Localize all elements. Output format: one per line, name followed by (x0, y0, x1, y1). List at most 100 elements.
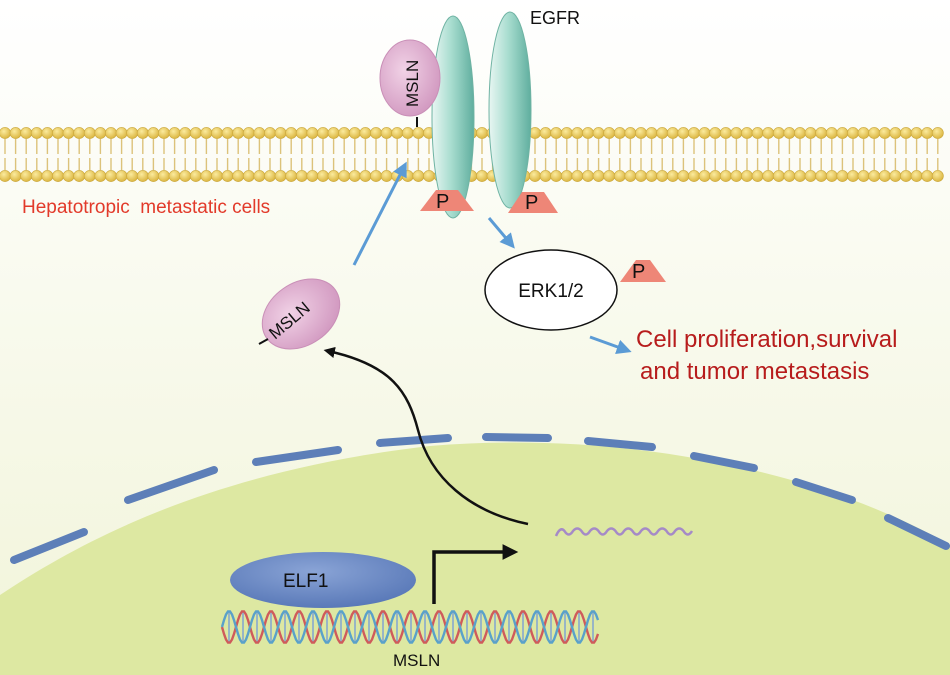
nuclear-envelope-segment (252, 446, 342, 466)
lipid-head (83, 170, 96, 182)
lipid-head (815, 127, 828, 139)
lipid-head (189, 170, 202, 182)
lipid-head (264, 127, 276, 139)
lipid-head (0, 127, 11, 139)
lipid-head (910, 127, 923, 139)
msln-mrna (554, 527, 694, 537)
lipid-head (825, 127, 838, 139)
lipid-head (370, 127, 382, 139)
lipid-head (168, 127, 181, 139)
lipid-head (221, 170, 234, 182)
lipid-head (529, 170, 541, 182)
lipid-head (94, 127, 107, 139)
lipid-head (635, 170, 647, 182)
lipid-head (476, 127, 488, 139)
lipid-head (253, 127, 266, 139)
lipid-head (189, 127, 202, 139)
lipid-head (719, 170, 732, 182)
nuclear-envelope-segment (690, 452, 758, 472)
lipid-head (571, 170, 584, 182)
lipid-head (253, 170, 266, 182)
lipid-head (105, 170, 117, 182)
phosphate-left (420, 190, 474, 211)
lipid-head (73, 170, 86, 182)
egfr-receptor-left (431, 15, 475, 219)
lipid-head (857, 127, 870, 139)
lipid-head (645, 127, 658, 139)
lipid-head (30, 170, 43, 182)
lipid-head (115, 170, 128, 182)
lipid-head (221, 127, 234, 139)
lipid-head (709, 127, 722, 139)
lipid-head (295, 170, 308, 182)
lipid-head (794, 170, 806, 182)
nucleus (0, 442, 950, 675)
erk-node (484, 249, 618, 331)
lipid-head (476, 170, 488, 182)
msln-cytoplasmic (261, 278, 341, 350)
lipid-head (921, 127, 934, 139)
lipid-head (688, 170, 700, 182)
lipid-head (380, 127, 393, 139)
lipid-head (200, 127, 213, 139)
lipid-head (603, 127, 616, 139)
dna-strand-red (220, 610, 600, 644)
lipid-head (804, 170, 817, 182)
erk-label: ERK1/2 (518, 281, 583, 302)
lipid-head (327, 170, 340, 182)
lipid-head (582, 170, 594, 182)
lipid-head (900, 127, 912, 139)
lipid-head (9, 170, 22, 182)
lipid-head (52, 170, 64, 182)
outcome-label-line2: and tumor metastasis (640, 358, 869, 385)
lipid-head (242, 170, 255, 182)
lipid-head (889, 127, 902, 139)
lipid-head (274, 127, 287, 139)
lipid-head (359, 127, 372, 139)
lipid-head (306, 170, 319, 182)
lipid-head (539, 170, 552, 182)
lipid-head (274, 170, 287, 182)
lipid-head (9, 127, 22, 139)
lipid-head (751, 170, 764, 182)
lipid-head (348, 127, 361, 139)
lipid-head (20, 127, 33, 139)
lipid-head (624, 170, 637, 182)
lipid-head (741, 127, 753, 139)
lipid-head (158, 170, 170, 182)
lipid-head (847, 170, 859, 182)
lipid-head (264, 170, 276, 182)
lipid-head (613, 170, 626, 182)
lipid-head (147, 127, 160, 139)
lipid-head (317, 170, 329, 182)
lipid-head (688, 127, 700, 139)
lipid-head (560, 127, 573, 139)
lipid-head (115, 127, 128, 139)
lipid-head (868, 127, 881, 139)
outcome-label-line1: Cell proliferation,survival (636, 326, 897, 353)
msln-gene-label: MSLN (393, 651, 440, 670)
egfr-label: EGFR (530, 8, 580, 28)
lipid-head (741, 170, 753, 182)
lipid-head (804, 127, 817, 139)
lipid-head (211, 170, 223, 182)
lipid-head (41, 127, 54, 139)
trafficking-arrow (352, 161, 407, 266)
lipid-head (571, 127, 584, 139)
lipid-head (900, 170, 912, 182)
outcome-arrow (589, 335, 632, 354)
lipid-head (921, 170, 934, 182)
lipid-head (836, 127, 849, 139)
phosphate-erk (620, 260, 666, 282)
msln-membrane-bound (379, 39, 441, 117)
msln-anchor-mid (258, 338, 269, 345)
lipid-head (126, 127, 139, 139)
nuclear-envelope-segment (376, 434, 452, 447)
lipid-head (359, 170, 372, 182)
lipid-head (158, 127, 170, 139)
msln-dna-helix (220, 610, 600, 644)
lipid-head (931, 170, 944, 182)
lipid-head (624, 127, 637, 139)
